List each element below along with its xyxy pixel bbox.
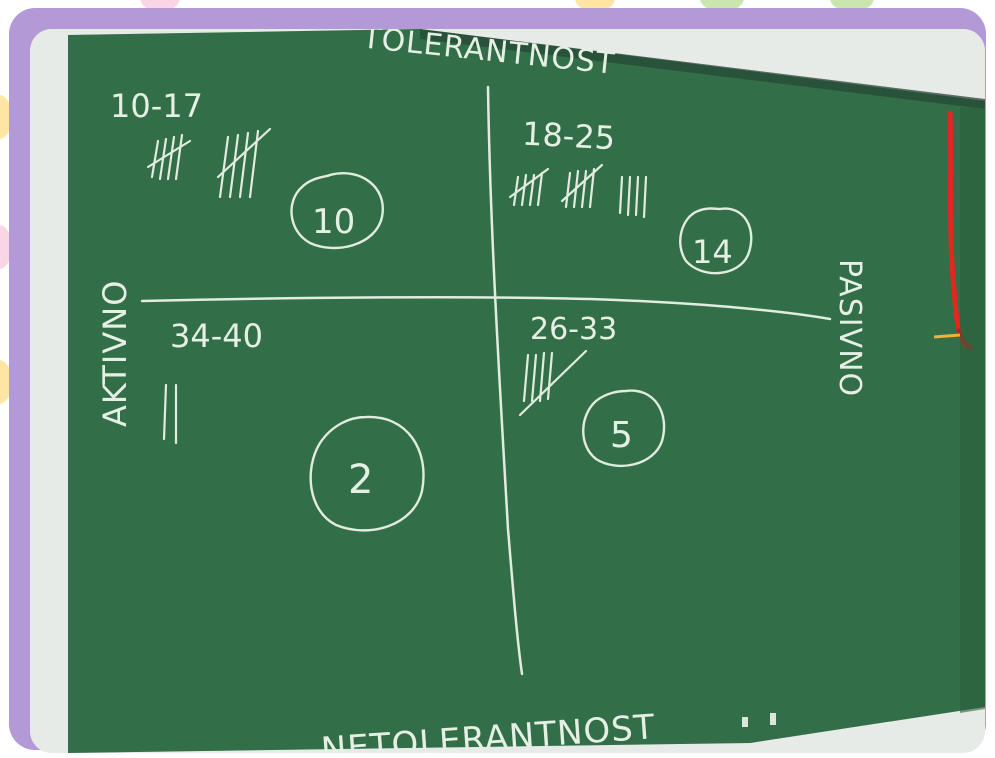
left-axis-label: AKTIVNO <box>96 280 134 427</box>
chalk-piece <box>770 713 776 725</box>
tally-marks-bottom-right <box>518 349 588 417</box>
circled-total-top-left: 10 <box>290 172 385 250</box>
horizontal-axis <box>140 296 832 321</box>
tally-marks-top-left <box>146 127 272 199</box>
svg-text:5: 5 <box>610 415 633 456</box>
svg-text:10: 10 <box>312 202 355 242</box>
circled-total-bottom-right: 5 <box>582 389 666 468</box>
range-label-bottom-right: 26-33 <box>530 312 617 347</box>
chalkboard <box>68 29 985 753</box>
chalkboard-photo: TOLERANTNOST NETOLERANTNOST AKTIVNO PASI… <box>30 29 985 753</box>
tally-marks-top-right <box>508 163 648 219</box>
chalk-piece <box>742 717 748 727</box>
right-axis-label: PASIVNO <box>832 259 867 397</box>
range-label-top-left: 10-17 <box>110 87 203 125</box>
range-label-bottom-left: 34-40 <box>170 317 263 355</box>
tally-marks-bottom-left <box>162 383 178 445</box>
svg-text:2: 2 <box>348 457 373 503</box>
range-label-top-right: 18-25 <box>521 115 616 158</box>
photo-area: TOLERANTNOST NETOLERANTNOST AKTIVNO PASI… <box>30 29 985 753</box>
photo-frame: TOLERANTNOST NETOLERANTNOST AKTIVNO PASI… <box>9 8 986 753</box>
vertical-axis <box>486 85 524 676</box>
circled-total-bottom-left: 2 <box>309 415 425 532</box>
svg-text:14: 14 <box>692 233 733 271</box>
circled-total-top-right: 14 <box>679 207 753 275</box>
